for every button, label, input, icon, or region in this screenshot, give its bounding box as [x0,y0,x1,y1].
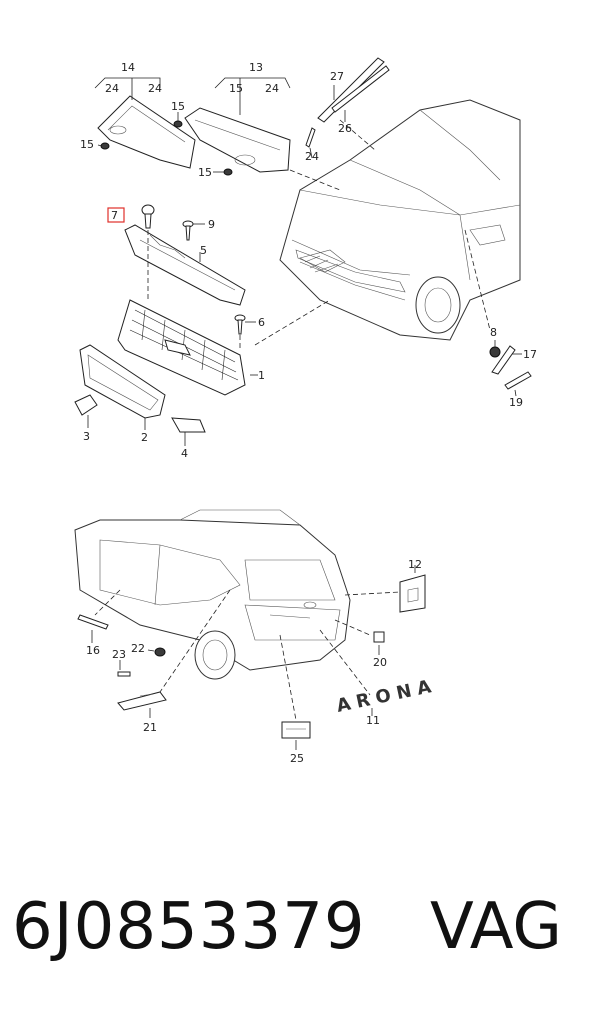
callout-1: 1 [258,369,265,382]
screw-23 [117,671,131,677]
emblem-20 [373,631,385,643]
callout-9: 9 [208,218,215,231]
radiator-grille [117,299,246,396]
clip-15b [173,120,183,128]
callout-25: 25 [290,752,304,765]
clip-22 [154,647,166,657]
callout-15b-label: 15 [171,100,185,113]
callout-19: 19 [509,396,523,409]
callout-4: 4 [181,447,188,460]
callout-24-strip: 24 [305,150,319,163]
car-front-view [279,99,521,341]
callout-2: 2 [141,431,148,444]
callout-15-cowl: 15 [229,82,243,95]
cowl-panel-right [184,107,291,173]
callout-24a: 24 [105,82,119,95]
callout-21: 21 [143,721,157,734]
callout-16: 16 [86,644,100,657]
callout-13: 13 [249,61,263,74]
callout-26: 26 [338,122,352,135]
clip-7 [107,204,155,229]
side-trim-16 [77,614,109,630]
callout-5: 5 [200,244,207,257]
clip-15a [100,142,110,150]
screw-6 [234,314,246,335]
callout-3: 3 [83,430,90,443]
callout-14: 14 [121,61,135,74]
callout-20: 20 [373,656,387,669]
callout-8: 8 [490,326,497,339]
callout-15a: 15 [80,138,94,151]
part-number: 6J0853379 [12,890,366,964]
side-badge-21 [117,691,167,711]
callout-12: 12 [408,558,422,571]
mirror-trim-17 [491,345,516,375]
callout-23: 23 [112,648,126,661]
callout-6: 6 [258,316,265,329]
arona-lettering: ARONA [335,675,439,717]
clip-15c [223,168,233,176]
callout-7: 7 [111,209,118,222]
callout-27: 27 [330,70,344,83]
grille-upper-bracket [124,224,246,306]
trim-strip-19 [504,371,532,390]
callout-17: 17 [523,348,537,361]
callout-15c: 15 [198,166,212,179]
screw-9 [182,220,194,241]
tow-hook-cover [74,394,98,416]
arona-text: ARONA [335,675,439,717]
tailgate-emblem-12 [399,574,426,613]
badge-plaque-25 [281,721,311,739]
cowl-panel-left [97,95,196,169]
callout-24c: 24 [265,82,279,95]
callout-22: 22 [131,642,145,655]
grille-frame [79,344,166,419]
callout-11: 11 [366,714,380,727]
brand-label: VAG [430,890,562,964]
clip-8 [489,346,501,358]
fr-badge-front [171,417,206,433]
car-rear-view [74,509,351,680]
windshield-strip [305,57,390,148]
callout-24b: 24 [148,82,162,95]
parts-diagram: ARONA 14 24 24 13 15 24 15 15 15 27 26 2… [74,57,537,765]
